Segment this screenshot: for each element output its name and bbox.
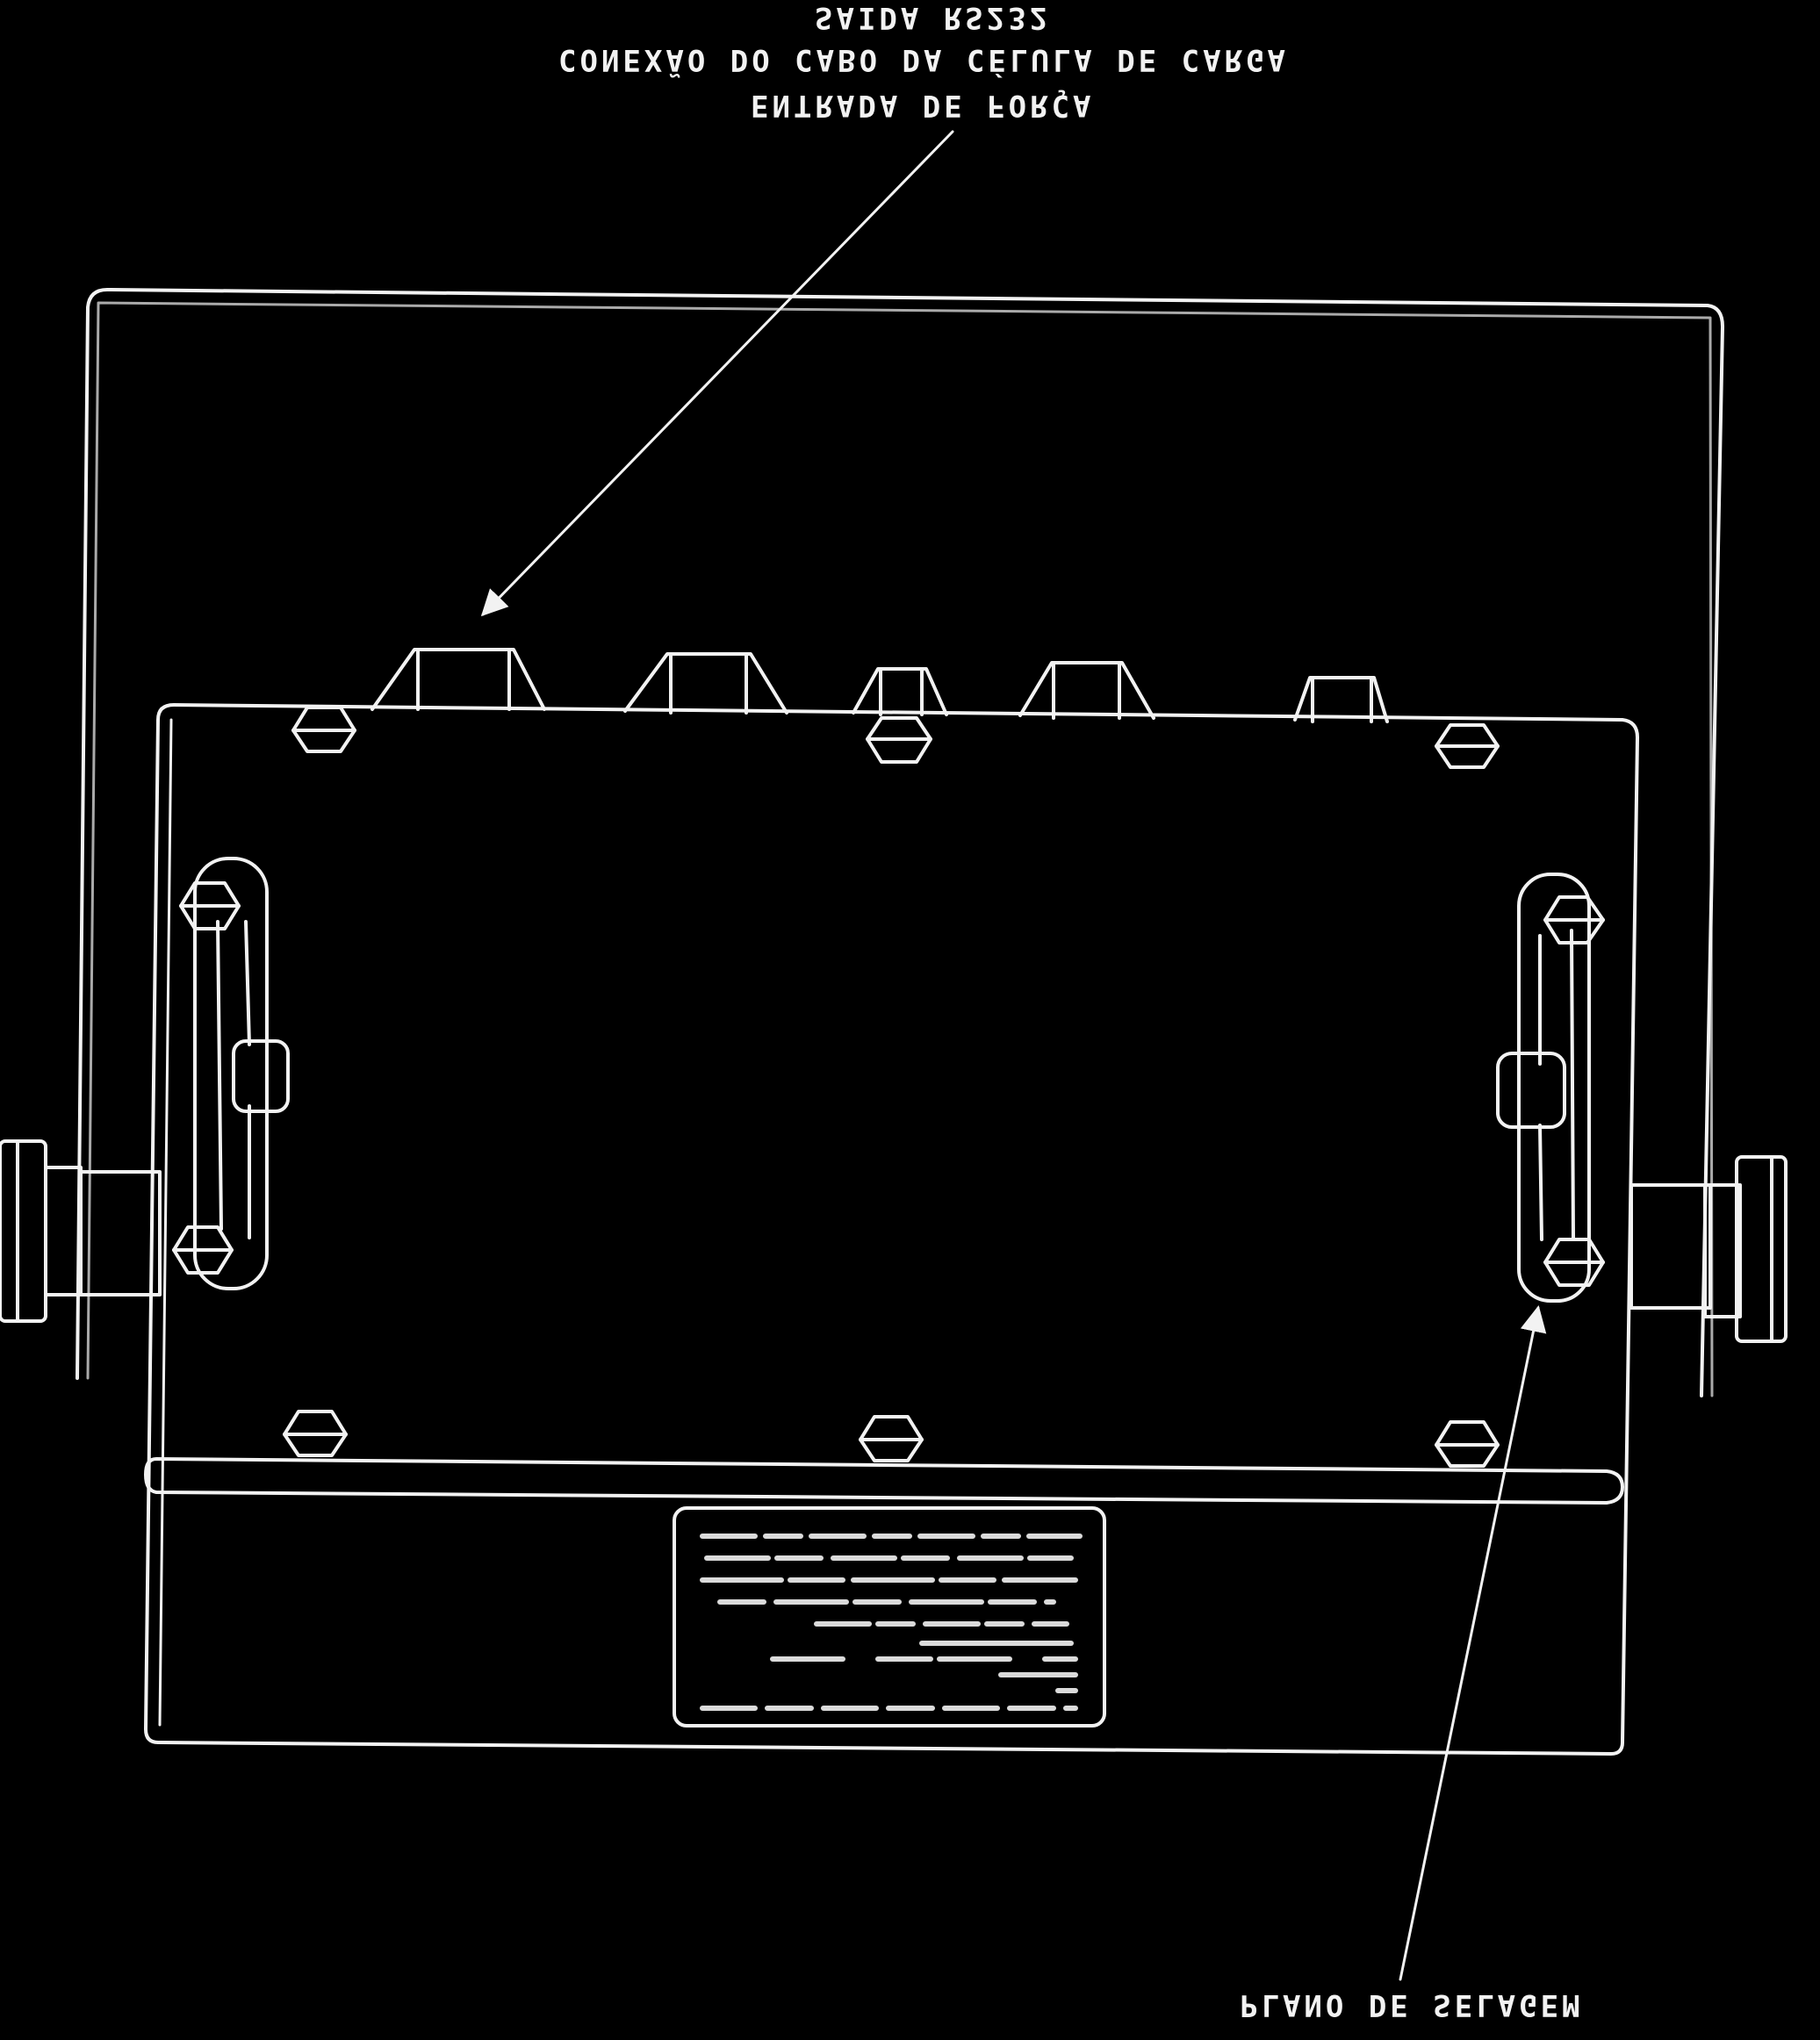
label-plano-selagem: PLANO DE SELAGEM: [1240, 1987, 1584, 2022]
seal-band: [144, 1457, 1624, 1505]
right-knob-icon[interactable]: [1629, 1155, 1788, 1343]
screw-icon: [1543, 895, 1605, 945]
screw-icon: [866, 716, 932, 764]
connector-2-icon[interactable]: [623, 652, 788, 715]
identification-plate: [673, 1506, 1106, 1728]
callout-arrow-top-icon: [480, 130, 954, 617]
housing-inner-edge: [158, 718, 173, 1727]
connector-4-icon[interactable]: [1018, 661, 1155, 720]
screw-icon: [1435, 723, 1500, 769]
left-seal-slot: [193, 857, 290, 1290]
screw-icon: [859, 1415, 924, 1462]
screw-icon: [1435, 1420, 1500, 1468]
label-conexao-cabo: CONEXÃO DO CABO DA CÉLULA DE CARGA: [558, 42, 1289, 77]
callout-arrow-bottom-icon: [1399, 1305, 1547, 1981]
label-saida-rs232: SAIDA RS232: [815, 0, 1052, 35]
mounting-bracket-inner: [86, 301, 1714, 1397]
connector-5-icon[interactable]: [1293, 676, 1389, 723]
mounting-bracket: [76, 288, 1724, 1397]
screw-icon: [179, 881, 241, 930]
left-knob-icon[interactable]: [0, 1139, 162, 1323]
screw-icon: [291, 706, 356, 753]
label-entrada-forca: ENTRADA DE FORÇA: [751, 88, 1095, 123]
screw-icon: [1543, 1238, 1605, 1287]
screw-icon: [283, 1410, 348, 1457]
connector-1-icon[interactable]: [370, 648, 546, 711]
housing-panel: [144, 703, 1639, 1756]
connector-3-icon[interactable]: [852, 667, 948, 716]
screw-icon: [172, 1225, 234, 1275]
right-seal-slot: [1496, 873, 1591, 1303]
